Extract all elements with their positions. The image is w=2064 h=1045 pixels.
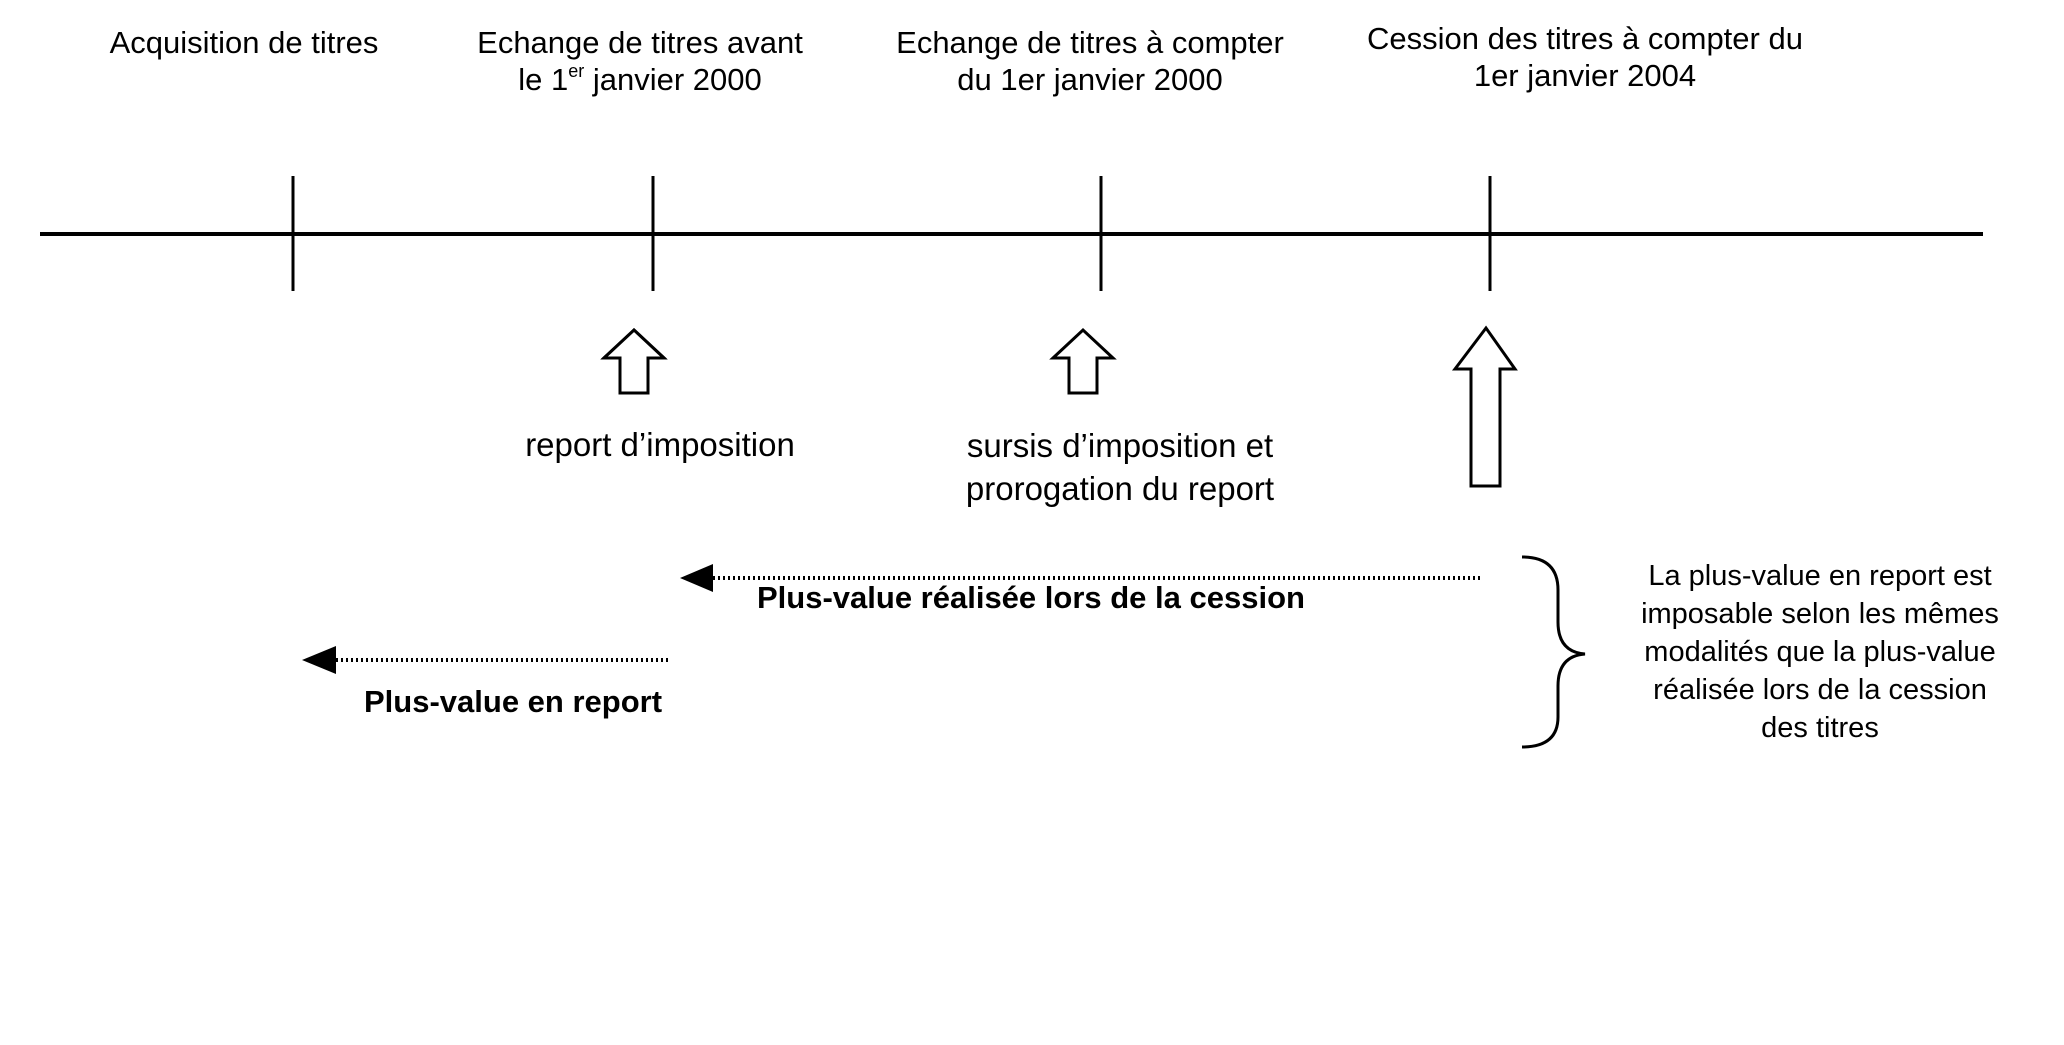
event-label-echange-avant-2000: Echange de titres avant le 1er janvier 2… — [445, 24, 835, 98]
up-arrow-cession-body — [1469, 368, 1502, 488]
note-line: réalisée lors de la cession — [1653, 674, 1987, 706]
flow-arrowhead-en-report — [302, 646, 336, 674]
flow-label-plus-value-realisee: Plus-value réalisée lors de la cession — [757, 580, 1305, 615]
note-line: La plus-value en report est — [1648, 560, 1992, 592]
event-label-cession-2004: Cession des titres à compter du 1er janv… — [1335, 20, 1835, 94]
flow-label-plus-value-en-report: Plus-value en report — [364, 684, 663, 719]
note-line: imposable selon les mêmes — [1641, 598, 1999, 630]
event-label-line: Echange de titres à compter — [896, 25, 1284, 60]
effect-label-line: report d’imposition — [525, 426, 795, 463]
event-label-line: le 1er janvier 2000 — [518, 60, 762, 97]
event-label-line: Cession des titres à compter du — [1367, 21, 1803, 56]
effect-label-report: report d’imposition — [460, 424, 860, 466]
effect-label-sursis: sursis d’imposition et prorogation du re… — [900, 424, 1340, 510]
note-line: modalités que la plus-value — [1644, 636, 1996, 668]
explanatory-note: La plus-value en report est imposable se… — [1590, 557, 2050, 747]
event-label-acquisition: Acquisition de titres — [94, 24, 394, 61]
up-arrow-sursis-body — [1067, 357, 1099, 395]
up-arrow-cession-head — [1451, 325, 1518, 371]
event-label-echange-apres-2000: Echange de titres à compter du 1er janvi… — [870, 24, 1310, 98]
effect-label-line: sursis d’imposition et — [966, 427, 1274, 464]
flow-arrowhead-realisee — [680, 564, 713, 592]
event-label-line: 1er janvier 2004 — [1473, 58, 1697, 93]
event-label-line: du 1er janvier 2000 — [957, 62, 1223, 97]
up-arrow-report-body — [618, 357, 650, 395]
effect-label-line: prorogation du report — [965, 470, 1275, 507]
event-label-line: Echange de titres avant — [477, 25, 803, 60]
note-line: des titres — [1761, 712, 1879, 744]
up-arrow-sursis-head — [1049, 327, 1117, 360]
event-label-line: Acquisition de titres — [109, 25, 379, 60]
curly-brace — [1521, 555, 1586, 749]
up-arrow-report-head — [600, 327, 668, 360]
